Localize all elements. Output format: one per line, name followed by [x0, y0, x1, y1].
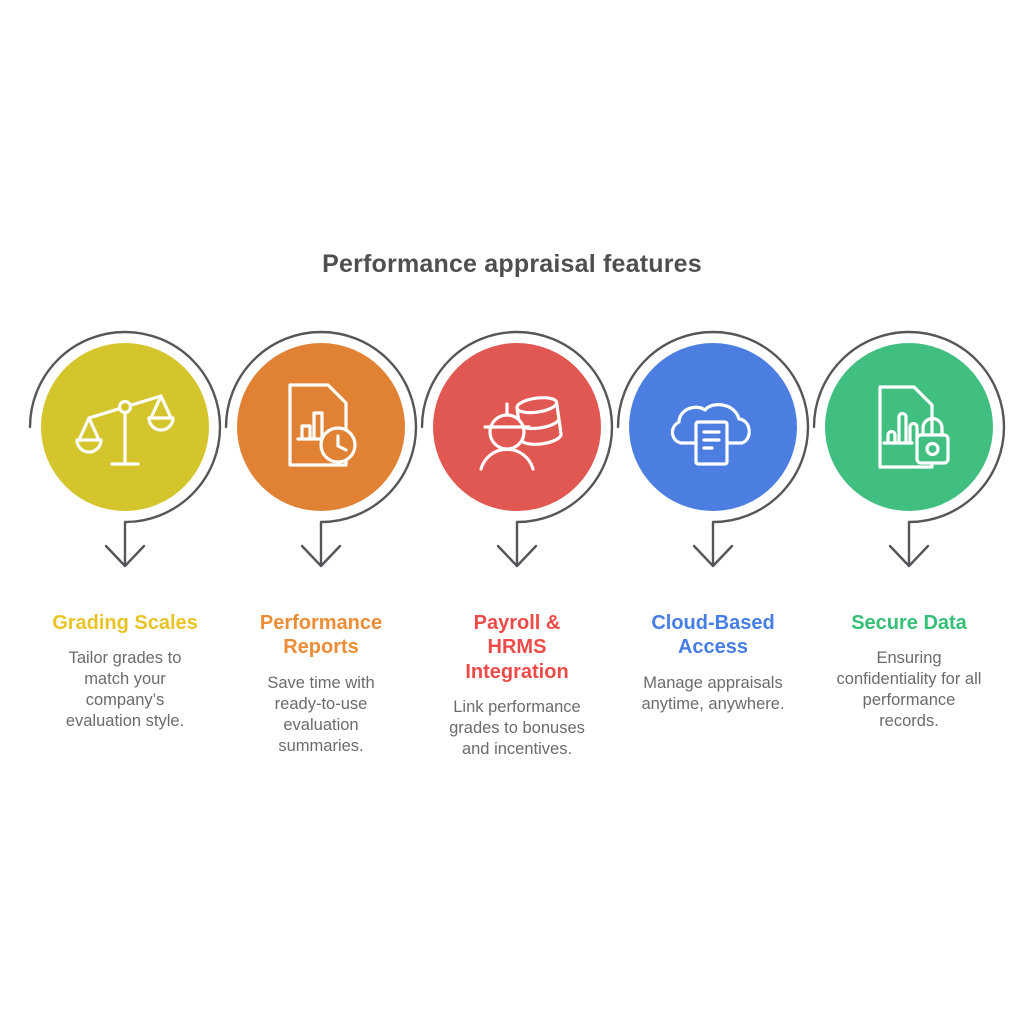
loop-connector [420, 330, 614, 566]
arrow-down-icon [888, 544, 930, 568]
feature-description: Ensuring confidentiality for all perform… [836, 649, 982, 731]
balance-scale-icon [75, 394, 175, 466]
arrow-down-icon [496, 544, 538, 568]
arrow-down-icon [104, 544, 146, 568]
report-document-clock-icon [288, 383, 357, 467]
secure-report-lock-icon [878, 385, 950, 469]
feature-badge [224, 330, 418, 568]
arrow-down-icon [692, 544, 734, 568]
feature-description: Manage appraisals anytime, anywhere. [641, 673, 785, 713]
loop-connector [224, 330, 418, 566]
feature-grading-scales: Grading Scales Tailor grades to match yo… [27, 330, 223, 760]
feature-heading: Grading Scales [52, 612, 198, 634]
feature-heading: Payroll & HRMS Integration [465, 612, 569, 683]
feature-description: Link performance grades to bonuses and i… [449, 698, 585, 759]
worker-database-icon [479, 396, 563, 471]
feature-cloud-access: Cloud-Based Access Manage appraisals any… [615, 330, 811, 760]
feature-badge [28, 330, 222, 568]
feature-badge [420, 330, 614, 568]
loop-connector [812, 330, 1006, 566]
feature-secure-data: Secure Data Ensuring confidentiality for… [811, 330, 1007, 760]
feature-heading: Performance Reports [259, 612, 383, 659]
loop-connector [28, 330, 222, 566]
loop-connector [616, 330, 810, 566]
feature-badge [616, 330, 810, 568]
feature-heading: Secure Data [851, 612, 967, 634]
feature-performance-reports: Performance Reports Save time with ready… [223, 330, 419, 760]
feature-description: Tailor grades to match your company’s ev… [65, 649, 185, 731]
feature-description: Save time with ready-to-use evaluation s… [267, 673, 375, 755]
features-row: Grading Scales Tailor grades to match yo… [27, 330, 1007, 760]
feature-payroll-hrms: Payroll & HRMS Integration Link performa… [419, 330, 615, 760]
page-title: Performance appraisal features [322, 250, 702, 278]
cloud-document-icon [670, 403, 751, 466]
feature-heading: Cloud-Based Access [651, 612, 775, 659]
arrow-down-icon [300, 544, 342, 568]
feature-badge [812, 330, 1006, 568]
